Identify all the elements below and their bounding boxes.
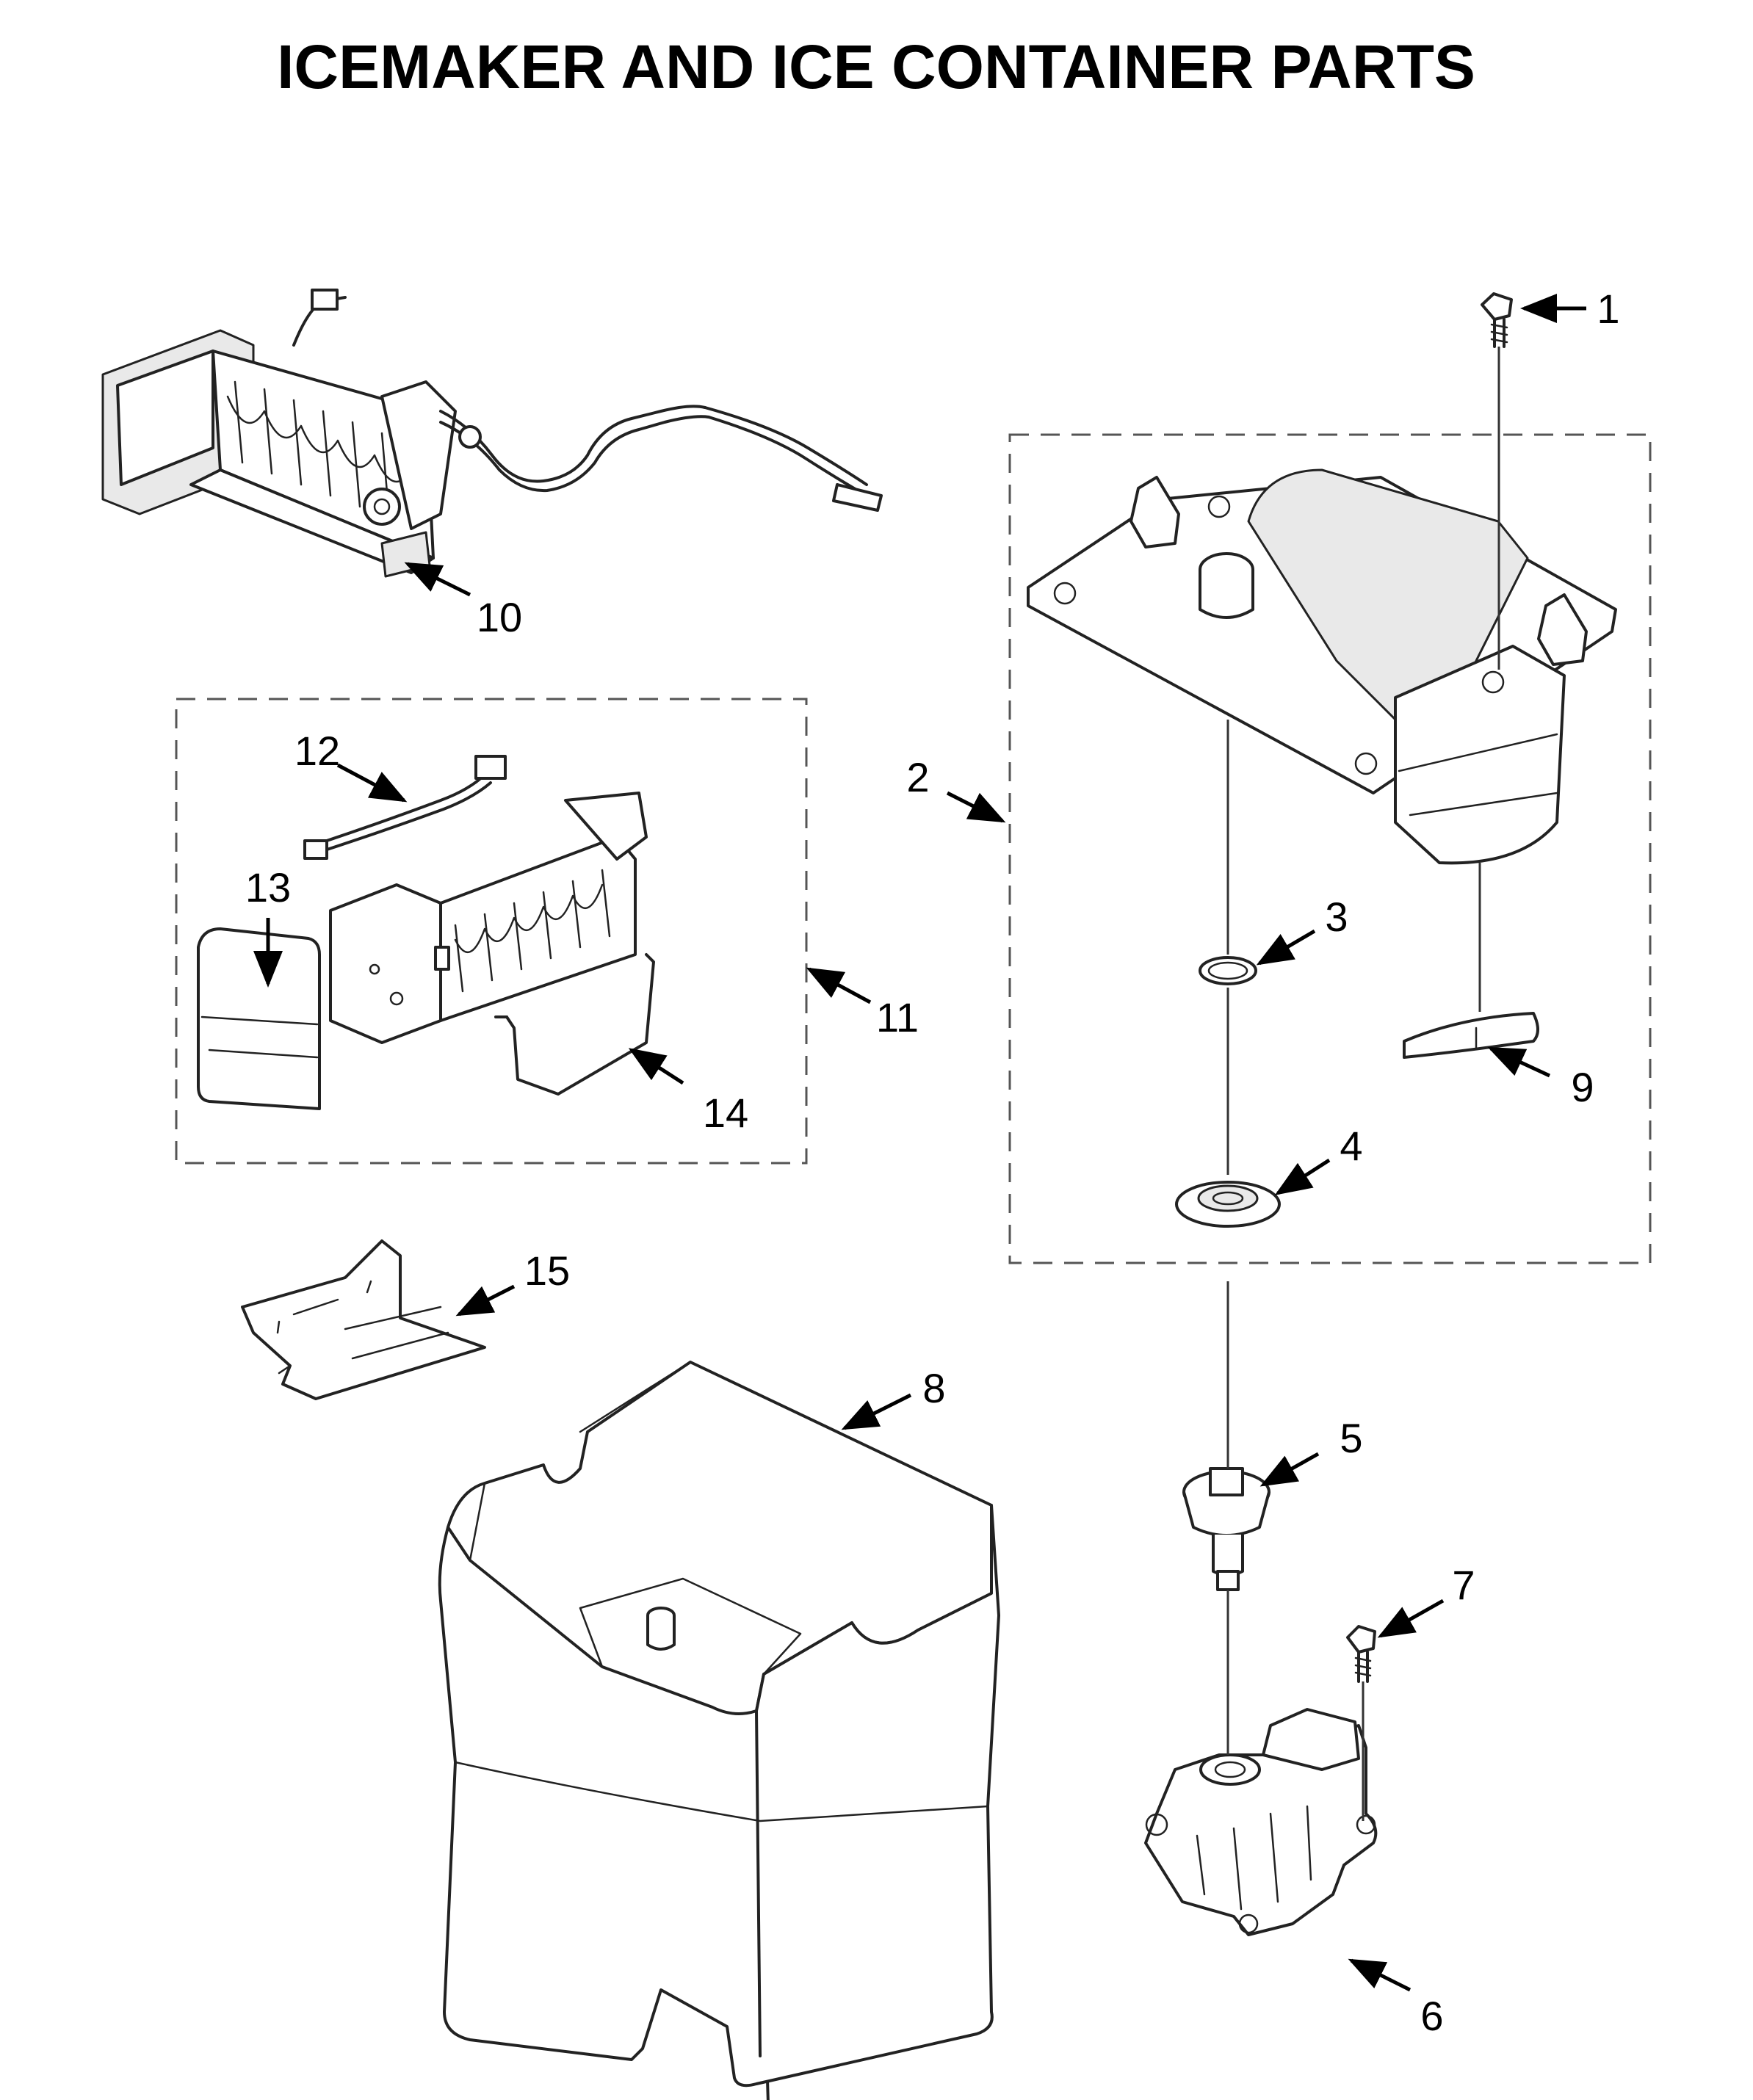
page-title: ICEMAKER AND ICE CONTAINER PARTS bbox=[277, 32, 1475, 101]
leader-arrow-2 bbox=[946, 791, 1006, 823]
callout-13: 13 bbox=[245, 864, 291, 910]
icemaker-assembly-part bbox=[101, 289, 883, 578]
callout-7: 7 bbox=[1452, 1562, 1475, 1608]
leader-arrow-6 bbox=[1348, 1958, 1412, 1992]
screw-part-1 bbox=[1481, 292, 1513, 348]
callout-1: 1 bbox=[1597, 286, 1619, 332]
leader-arrow-14 bbox=[628, 1048, 684, 1085]
callout-3: 3 bbox=[1325, 894, 1348, 940]
callout-4: 4 bbox=[1340, 1123, 1362, 1169]
bearing-part-4 bbox=[1175, 1181, 1281, 1228]
callout-5: 5 bbox=[1340, 1415, 1362, 1461]
auger-motor-part-6 bbox=[1144, 1708, 1378, 1936]
leader-arrow-8 bbox=[841, 1393, 912, 1430]
group-box-2 bbox=[1008, 433, 1652, 1264]
leader-arrow-15 bbox=[455, 1284, 516, 1317]
coupler-part-5 bbox=[1182, 1467, 1271, 1591]
callout-10: 10 bbox=[477, 594, 522, 640]
leader-arrow-10 bbox=[404, 562, 471, 597]
callout-8: 8 bbox=[922, 1365, 945, 1411]
wire-harness-part-12 bbox=[303, 755, 507, 860]
callout-6: 6 bbox=[1420, 1993, 1443, 2039]
ice-container-part-8 bbox=[438, 1361, 1000, 2100]
callout-11: 11 bbox=[876, 994, 919, 1040]
screw-part-7 bbox=[1346, 1625, 1376, 1683]
leader-arrow-12 bbox=[336, 763, 408, 803]
callout-14: 14 bbox=[703, 1090, 748, 1136]
container-top-part-2 bbox=[1027, 468, 1617, 865]
callout-2: 2 bbox=[906, 754, 929, 800]
cover-part-13 bbox=[197, 927, 321, 1110]
callout-9: 9 bbox=[1571, 1064, 1594, 1110]
leader-arrow-11 bbox=[806, 967, 872, 1004]
callout-12: 12 bbox=[294, 728, 340, 774]
leader-arrow-7 bbox=[1377, 1598, 1445, 1638]
leader-arrow-3 bbox=[1256, 929, 1316, 966]
leader-arrow-5 bbox=[1259, 1452, 1320, 1487]
callout-15: 15 bbox=[524, 1248, 570, 1294]
leader-arrow-9 bbox=[1487, 1046, 1551, 1078]
icemaker-part-11 bbox=[329, 792, 648, 1044]
leader-arrow-4 bbox=[1274, 1158, 1331, 1195]
bail-arm-part-14 bbox=[494, 953, 655, 1096]
bushing-part-3 bbox=[1199, 956, 1257, 985]
band-part-9 bbox=[1403, 1012, 1539, 1059]
bracket-part-15 bbox=[241, 1239, 486, 1400]
group-box-11 bbox=[175, 698, 808, 1165]
